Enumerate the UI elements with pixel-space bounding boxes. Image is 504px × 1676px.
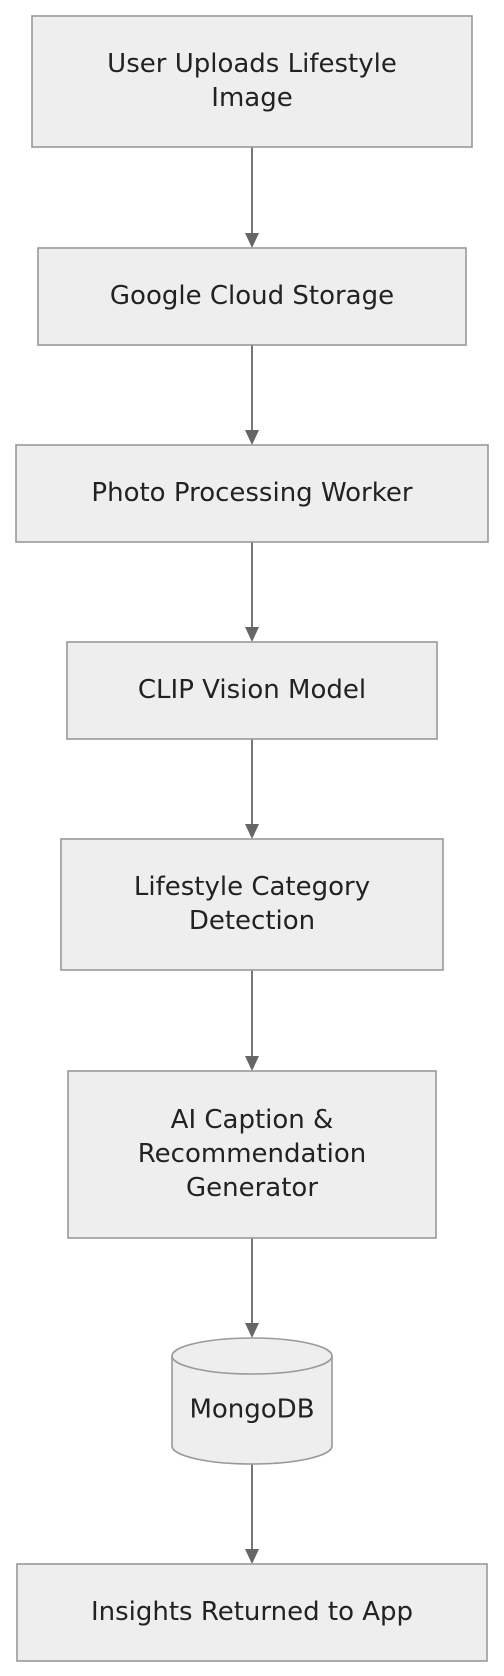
edge-clip-to-category bbox=[245, 739, 259, 839]
arrowhead-icon bbox=[245, 1056, 259, 1071]
node-mongodb[interactable]: MongoDB bbox=[171, 1337, 333, 1465]
arrowhead-icon bbox=[245, 627, 259, 642]
node-label: CLIP Vision Model bbox=[138, 675, 366, 705]
node-label: Photo Processing Worker bbox=[91, 478, 412, 508]
node-label: Google Cloud Storage bbox=[110, 281, 394, 311]
node-label: Insights Returned to App bbox=[91, 1597, 413, 1627]
node-gcs[interactable]: Google Cloud Storage bbox=[37, 247, 467, 346]
edges-layer bbox=[245, 147, 259, 1564]
node-label: User Uploads Lifestyle bbox=[107, 49, 397, 79]
edge-category-to-caption bbox=[245, 970, 259, 1071]
node-box bbox=[37, 247, 467, 346]
arrowhead-icon bbox=[245, 1549, 259, 1564]
edge-caption-to-mongodb bbox=[245, 1238, 259, 1338]
node-label: AI Caption & bbox=[171, 1105, 334, 1135]
node-box bbox=[67, 1070, 437, 1239]
arrowhead-icon bbox=[245, 233, 259, 248]
node-clip[interactable]: CLIP Vision Model bbox=[66, 641, 438, 740]
database-cylinder-rim bbox=[171, 1355, 333, 1375]
node-box bbox=[31, 15, 473, 148]
edge-worker-to-clip bbox=[245, 542, 259, 642]
edge-mongodb-to-insights bbox=[245, 1464, 259, 1564]
arrowhead-icon bbox=[245, 824, 259, 839]
node-label: Recommendation bbox=[138, 1139, 366, 1169]
node-label: Detection bbox=[189, 906, 315, 936]
edge-gcs-to-worker bbox=[245, 345, 259, 445]
node-box bbox=[15, 444, 489, 543]
node-label: Generator bbox=[186, 1173, 318, 1203]
node-box bbox=[66, 641, 438, 740]
node-box bbox=[60, 838, 444, 971]
node-label: MongoDB bbox=[189, 1395, 314, 1425]
node-insights[interactable]: Insights Returned to App bbox=[16, 1563, 488, 1662]
edge-upload-to-gcs bbox=[245, 147, 259, 248]
arrowhead-icon bbox=[245, 430, 259, 445]
node-box bbox=[16, 1563, 488, 1662]
node-worker[interactable]: Photo Processing Worker bbox=[15, 444, 489, 543]
node-label: Lifestyle Category bbox=[134, 872, 370, 902]
arrowhead-icon bbox=[245, 1323, 259, 1338]
node-label: Image bbox=[211, 83, 292, 113]
